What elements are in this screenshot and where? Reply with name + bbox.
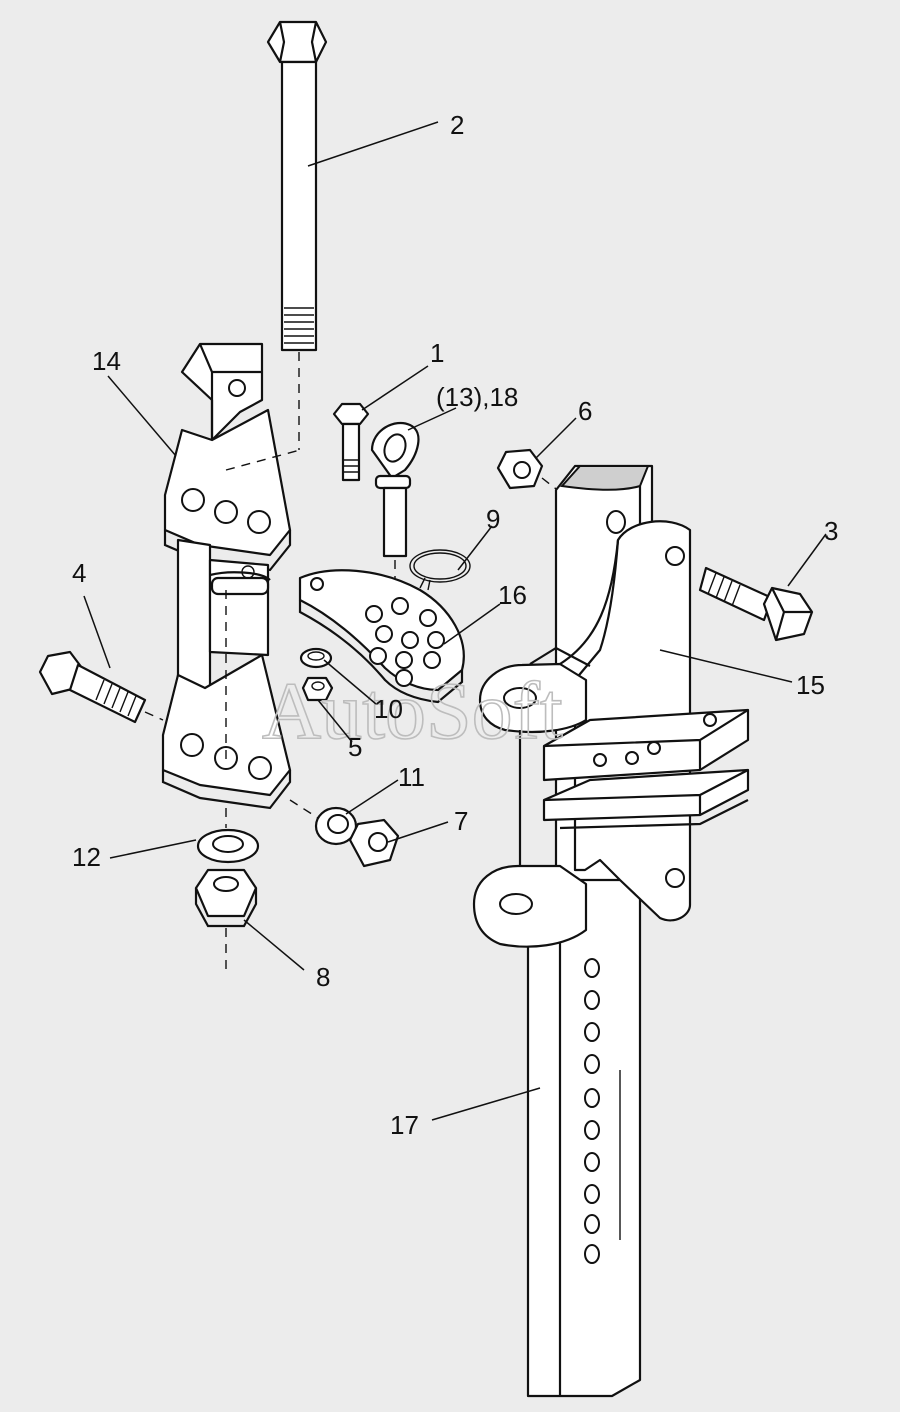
callout-10: 10 [374,694,403,724]
part-2-long-bolt [266,20,328,450]
part-6-nut [496,448,561,493]
part-16-curved-plate [298,569,465,704]
callout-12: 12 [72,842,101,872]
part-13-18-pin [370,422,420,610]
callout-16: 16 [498,580,527,610]
callout-8: 8 [316,962,330,992]
watermark-text: AutoSoft [262,665,563,756]
part-11-lock-washer [289,799,358,846]
part-1-small-bolt [332,402,370,482]
callout-17: 17 [390,1110,419,1140]
callout-5: 5 [348,732,362,762]
part-5-nut [301,676,334,702]
callout-4: 4 [72,558,86,588]
part-7-nut [348,818,400,868]
part-8-nut [194,868,258,970]
part-12-lock-washer [196,808,260,864]
callout-2: 2 [450,110,464,140]
part-9-snap-ring [409,549,471,591]
callout-9: 9 [486,504,500,534]
part-15-housing [472,520,750,948]
part-14-bracket [161,342,301,810]
part-17-hole-row [584,958,600,1264]
callout-14: 14 [92,346,121,376]
callout-15: 15 [796,670,825,700]
callout-7: 7 [454,806,468,836]
part-4-bolt [38,650,164,724]
callout-1: 1 [430,338,444,368]
callout-13-18: (13),18 [436,382,518,412]
part-10-washer [299,647,333,669]
callout-11: 11 [398,762,425,792]
callout-3: 3 [824,516,838,546]
leader-lines [83,121,827,1121]
callout-labels: 2 1 (13),18 6 9 3 4 14 16 15 10 5 11 7 1… [72,110,838,1140]
part-3-bolt [698,566,814,642]
callout-6: 6 [578,396,592,426]
